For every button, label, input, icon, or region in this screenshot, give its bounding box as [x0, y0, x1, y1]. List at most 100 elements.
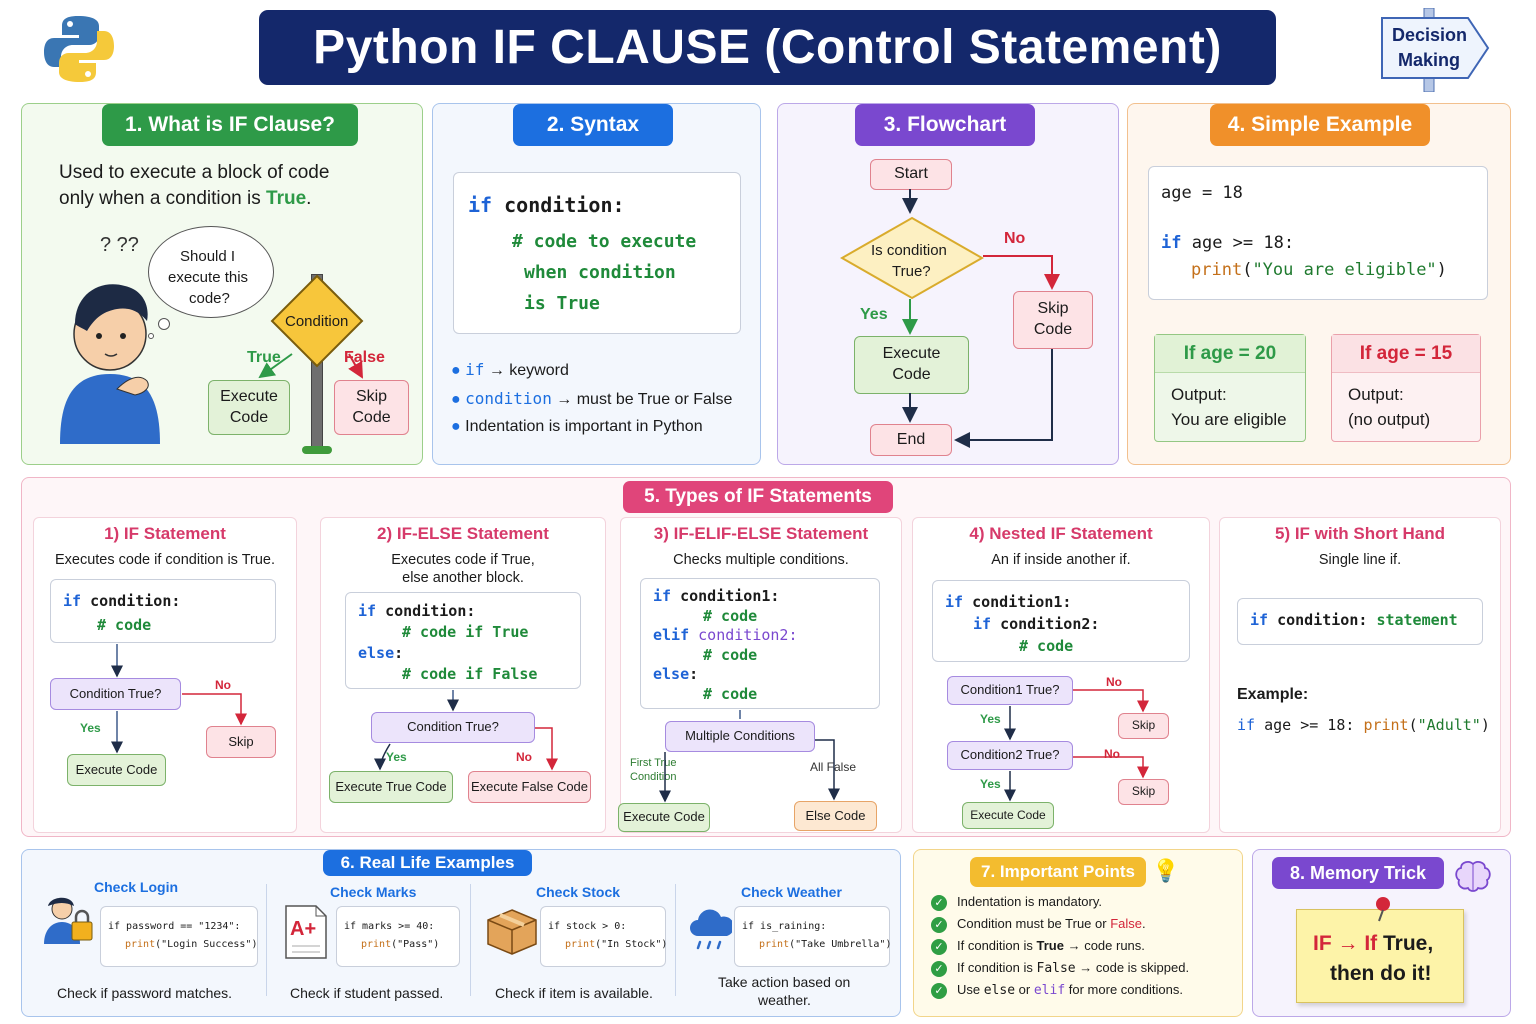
- login-caption: Check if password matches.: [57, 985, 233, 1001]
- type-2-false-code: Execute False Code: [468, 771, 591, 803]
- type-5-code: if condition: statement: [1237, 598, 1483, 645]
- type-4-decision-1: Condition1 True?: [947, 676, 1073, 705]
- thought-dot-small: [148, 333, 154, 339]
- type-5-desc: Single line if.: [1318, 552, 1402, 568]
- section-what-is-if: 1. What is IF Clause? Used to execute a …: [21, 103, 423, 465]
- divider-3: [675, 884, 676, 996]
- type-5-title: 5) IF with Short Hand: [1275, 524, 1445, 543]
- type-2-desc-1: Executes code if True,: [391, 552, 535, 568]
- type-4-desc: An if inside another if.: [991, 552, 1131, 568]
- point-5: ✓Use else or elif for more conditions.: [931, 982, 1183, 999]
- grade-text: A+: [290, 918, 317, 940]
- type-2-desc-2: else another block.: [402, 570, 524, 586]
- memory-line-1: IF → If True,: [1313, 932, 1434, 955]
- example-code-block: age = 18 if age >= 18: print("You are el…: [1148, 166, 1488, 300]
- question-marks: ? ??: [100, 234, 139, 256]
- thought-dot: [158, 318, 170, 330]
- section-important-points: 7. Important Points 💡: [913, 849, 1243, 1017]
- weather-caption-2: weather.: [758, 992, 811, 1008]
- section-1-title: 1. What is IF Clause?: [102, 104, 358, 146]
- point-1: ✓Indentation is mandatory.: [931, 894, 1102, 911]
- type-2-decision: Condition True?: [371, 712, 535, 743]
- syntax-bullet-3: ● Indentation is important in Python: [451, 418, 703, 435]
- rain-cloud-icon: [690, 908, 734, 952]
- section-flowchart: 3. Flowchart Start Is condition True? No…: [777, 103, 1119, 465]
- type-2-title: 2) IF-ELSE Statement: [377, 524, 549, 543]
- memory-line-2: then do it!: [1330, 962, 1432, 985]
- sign-grass: [302, 446, 332, 454]
- stock-code: if stock > 0: print("In Stock"): [540, 906, 667, 967]
- stock-caption: Check if item is available.: [495, 985, 653, 1001]
- type-1-execute: Execute Code: [67, 754, 166, 786]
- type-4-no-1: No: [1106, 675, 1122, 689]
- login-title: Check Login: [94, 879, 179, 895]
- flow-decision-icon: [839, 216, 985, 300]
- section-6-title: 6. Real Life Examples: [323, 850, 532, 876]
- pin-icon: [1373, 896, 1393, 922]
- section-1-text-a: Used to execute a block of code: [59, 162, 330, 183]
- type-1-desc: Executes code if condition is True.: [54, 552, 276, 568]
- section-simple-example: 4. Simple Example age = 18 if age >= 18:…: [1127, 103, 1511, 465]
- flow-decision-text-2: True?: [892, 263, 931, 280]
- thinking-boy-icon: [55, 254, 165, 444]
- marks-caption: Check if student passed.: [290, 985, 444, 1001]
- stock-title: Check Stock: [536, 884, 621, 900]
- bubble-text-3: code?: [189, 290, 230, 307]
- point-2: ✓Condition must be True or False.: [931, 916, 1146, 933]
- page-title: Python IF CLAUSE (Control Statement): [313, 21, 1222, 74]
- type-1-yes: Yes: [80, 721, 101, 735]
- python-logo-icon: [42, 12, 116, 86]
- type-4-yes-1: Yes: [980, 712, 1001, 726]
- type-1-title: 1) IF Statement: [104, 524, 226, 543]
- point-3: ✓If condition is True → code runs.: [931, 938, 1145, 955]
- condition-sign-label: Condition: [285, 313, 349, 330]
- section-1-text-b: only when a condition is True.: [59, 188, 312, 209]
- type-4-execute: Execute Code: [962, 802, 1054, 829]
- type-4-code: if condition1: if condition2: # code: [932, 580, 1190, 662]
- type-4-title: 4) Nested IF Statement: [969, 524, 1153, 543]
- type-2-yes: Yes: [386, 750, 407, 764]
- type-panel-5: [1219, 517, 1501, 833]
- type-3-else: Else Code: [794, 801, 877, 831]
- type-4-no-2: No: [1104, 747, 1120, 761]
- section-syntax: 2. Syntax if condition: # code to execut…: [432, 103, 761, 465]
- case-age-15: If age = 15 Output: (no output): [1331, 334, 1481, 442]
- weather-code: if is_raining: print("Take Umbrella"): [734, 906, 891, 967]
- brain-icon: [1455, 860, 1491, 894]
- flow-no-label: No: [1004, 230, 1026, 247]
- sticky-note: [1296, 909, 1464, 1003]
- lightbulb-icon: 💡: [1152, 858, 1180, 883]
- point-4: ✓If condition is False → code is skipped…: [931, 960, 1189, 977]
- section-8-title: 8. Memory Trick: [1272, 857, 1444, 889]
- login-code: if password == "1234": print("Login Succ…: [100, 906, 258, 967]
- marks-title: Check Marks: [330, 884, 417, 900]
- type-2-no: No: [516, 750, 532, 764]
- true-label: True: [247, 349, 281, 366]
- box-icon: [486, 908, 538, 956]
- type-4-decision-2: Condition2 True?: [947, 741, 1073, 770]
- type-3-label-false: All False: [810, 760, 857, 774]
- user-lock-icon: [42, 896, 96, 946]
- grade-paper-icon: A+: [284, 904, 328, 960]
- syntax-code-block: if condition: # code to execute when con…: [453, 172, 741, 334]
- section-memory-trick: 8. Memory Trick IF → If True, then do it…: [1252, 849, 1511, 1017]
- type-4-skip-1: Skip: [1118, 713, 1169, 739]
- type-2-true-code: Execute True Code: [329, 771, 453, 803]
- type-2-code: if condition: # code if True else: # cod…: [345, 592, 581, 689]
- type-3-desc: Checks multiple conditions.: [673, 552, 849, 568]
- flow-yes-label: Yes: [860, 306, 888, 323]
- section-3-title: 3. Flowchart: [855, 104, 1035, 146]
- type-5-example-code: if age >= 18: print("Adult"): [1237, 716, 1490, 734]
- type-4-yes-2: Yes: [980, 777, 1001, 791]
- divider-2: [470, 884, 471, 996]
- bubble-text-1: Should I: [180, 248, 236, 265]
- type-3-decision: Multiple Conditions: [665, 721, 815, 752]
- type-3-code: if condition1: # code elif condition2: #…: [640, 578, 880, 709]
- section-2-title: 2. Syntax: [513, 104, 673, 146]
- badge-line-1: Decision: [1392, 25, 1468, 45]
- type-1-skip: Skip: [206, 726, 276, 758]
